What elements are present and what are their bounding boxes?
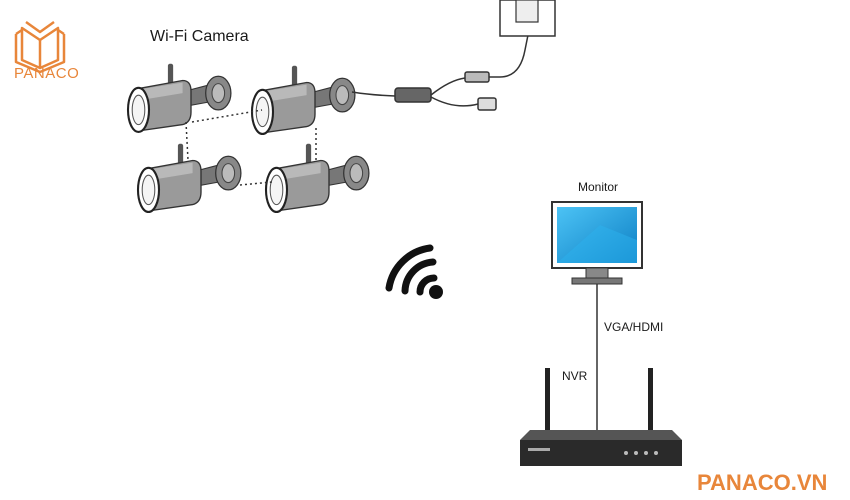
wifi-signal-icon: [385, 244, 443, 299]
nvr-label: NVR: [562, 369, 588, 383]
open-book-logo-icon: [14, 20, 66, 74]
connection-label: VGA/HDMI: [604, 320, 664, 334]
camera-mesh-links: [185, 109, 317, 186]
nvr-recorder-icon: [520, 368, 682, 466]
camera-3: [136, 142, 242, 213]
cameras-label: Wi-Fi Camera: [150, 28, 249, 45]
monitor-label: Monitor: [578, 180, 619, 194]
brand-website: PANACO.VN: [697, 470, 828, 495]
power-outlet-icon: [499, 0, 556, 37]
camera-2: [250, 64, 356, 135]
brand-logo-text: PANACO: [14, 65, 80, 82]
power-cable: [351, 24, 531, 111]
camera-1: [126, 62, 232, 134]
monitor-icon: [551, 201, 643, 285]
camera-4: [264, 142, 370, 213]
